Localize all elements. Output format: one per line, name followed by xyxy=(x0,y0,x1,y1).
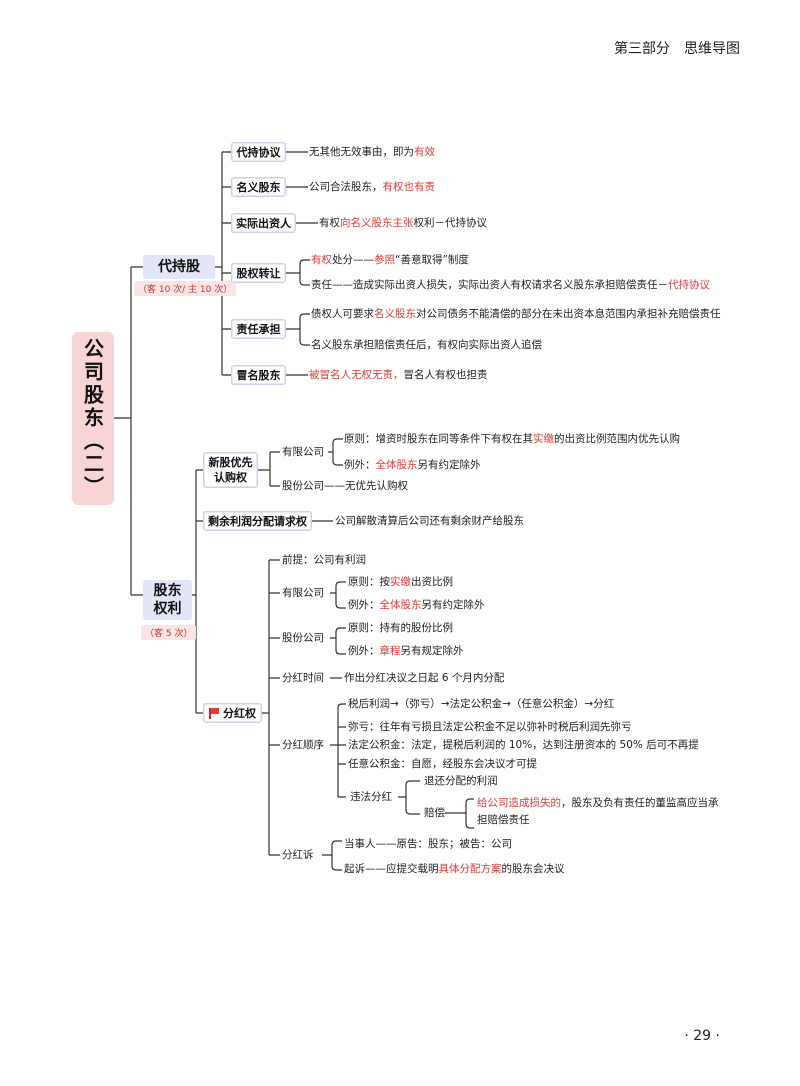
liability-line1: 债权人可要求名义股东对公司债务不能清偿的部分在未出资本息范围内承担补充赔偿责任 xyxy=(311,308,721,320)
dividend-premise: 前提：公司有利润 xyxy=(282,554,366,566)
dividend-ltd: 有限公司 xyxy=(282,587,324,599)
dividend-order-4: 任意公积金：自愿，经股东会决议才可提 xyxy=(348,758,537,770)
dividend-suit-filing: 起诉——应提交载明具体分配方案的股东会决议 xyxy=(344,863,565,875)
impersonation-text: 被冒名人无权无责，冒名人有权也担责 xyxy=(309,369,488,381)
node-daichi: 代持股 xyxy=(143,255,215,279)
node-dividend: 分红权 xyxy=(203,703,262,723)
dividend-compensation-label: 赔偿 xyxy=(424,807,445,819)
node-impersonation: 冒名股东 xyxy=(231,365,286,385)
preemptive-exception: 例外：全体股东另有约定除外 xyxy=(344,459,481,471)
dividend-order-3: 法定公积金：法定，提税后利润的 10%，达到注册资本的 50% 后可不再提 xyxy=(348,739,699,751)
dividend-suit-parties: 当事人——原告：股东；被告：公司 xyxy=(344,838,512,850)
dividend-illegal-label: 违法分红 xyxy=(350,791,392,803)
node-nominal: 名义股东 xyxy=(231,177,286,197)
dividend-ltd-exception: 例外：全体股东另有约定除外 xyxy=(348,599,485,611)
dividend-suit-label: 分红诉 xyxy=(282,849,314,861)
preemptive-joint: 股份公司——无优先认购权 xyxy=(282,480,408,492)
dividend-ltd-principle: 原则：按实缴出资比例 xyxy=(348,576,453,588)
node-actual: 实际出资人 xyxy=(231,213,296,233)
dividend-order-label: 分红顺序 xyxy=(282,739,324,751)
residual-text: 公司解散清算后公司还有剩余财产给股东 xyxy=(335,515,524,527)
node-residual: 剩余利润分配请求权 xyxy=(203,511,312,531)
actual-text: 有权向名义股东主张权利－代持协议 xyxy=(319,217,487,229)
dividend-order-2: 弥亏：往年有亏损且法定公积金不足以弥补时税后利润先弥亏 xyxy=(348,721,632,733)
nominal-text: 公司合法股东，有权也有责 xyxy=(309,181,435,193)
preemptive-principle: 原则：增资时股东在同等条件下有权在其实缴的出资比例范围内优先认购 xyxy=(344,433,680,445)
node-transfer: 股权转让 xyxy=(231,263,286,283)
dividend-illegal-refund: 退还分配的利润 xyxy=(424,775,498,787)
dividend-jsc-exception: 例外：章程另有规定除外 xyxy=(348,645,464,657)
daichi-exam-count: （客 10 次/ 主 10 次） xyxy=(134,281,237,296)
dividend-order-1: 税后利润→（弥亏）→法定公积金→（任意公积金）→分红 xyxy=(348,698,615,710)
root-node-title: 公司股东（二） xyxy=(72,332,114,505)
dividend-timing-label: 分红时间 xyxy=(282,672,324,684)
page-number: · 29 · xyxy=(684,1028,720,1044)
rights-exam-count: （客 5 次） xyxy=(141,625,197,640)
section-header: 第三部分 思维导图 xyxy=(614,41,740,57)
node-liability: 责任承担 xyxy=(231,319,286,339)
transfer-line2: 责任——造成实际出资人损失，实际出资人有权请求名义股东承担赔偿责任－代持协议 xyxy=(311,279,710,291)
dividend-compensation-line1: 给公司造成损失的，股东及负有责任的董监高应当承 xyxy=(477,797,719,809)
flag-icon xyxy=(209,707,219,719)
transfer-line1: 有权处分——参照“善意取得”制度 xyxy=(311,254,469,266)
dividend-jsc: 股份公司 xyxy=(282,632,324,644)
node-agreement: 代持协议 xyxy=(231,142,286,162)
agreement-text: 无其他无效事由，即为有效 xyxy=(309,146,435,158)
node-rights: 股东权利 xyxy=(143,580,192,620)
liability-line2: 名义股东承担赔偿责任后，有权向实际出资人追偿 xyxy=(311,339,542,351)
dividend-compensation-line2: 担赔偿责任 xyxy=(477,814,530,826)
dividend-timing-text: 作出分红决议之日起 6 个月内分配 xyxy=(344,672,505,684)
dividend-jsc-principle: 原则：持有的股份比例 xyxy=(348,622,453,634)
node-preemptive: 新股优先认购权 xyxy=(203,452,258,488)
preemptive-ltd: 有限公司 xyxy=(282,446,324,458)
